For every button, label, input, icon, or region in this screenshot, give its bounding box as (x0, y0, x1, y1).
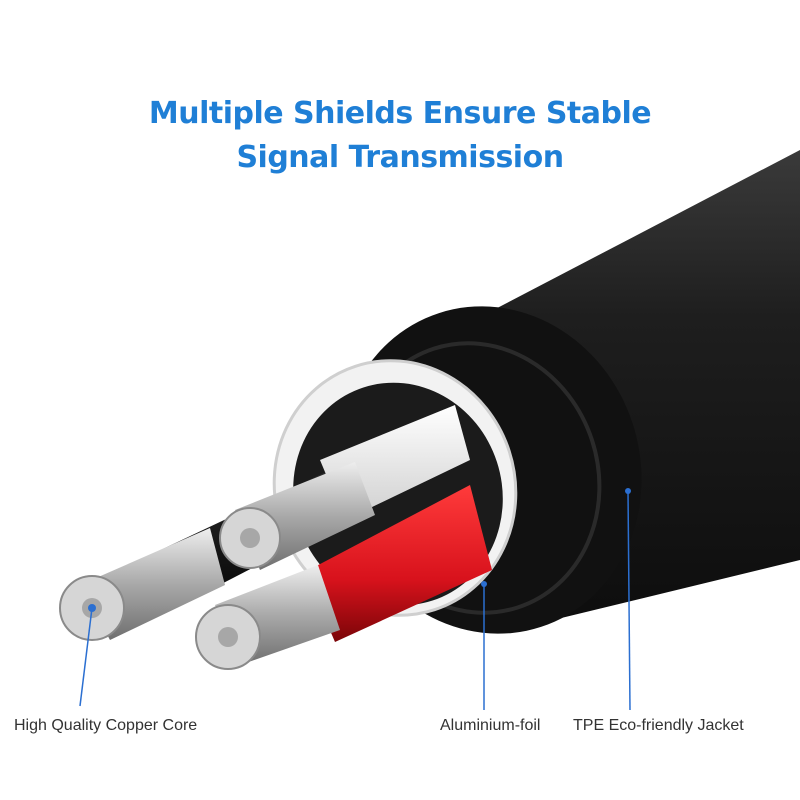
callout-dot-jacket (625, 488, 631, 494)
callout-label-copper-core: High Quality Copper Core (14, 717, 198, 734)
headline-line-1: Multiple Shields Ensure Stable (148, 96, 652, 131)
callout-lines (79, 488, 631, 711)
callout-label-aluminium-foil: Aluminium-foil (440, 717, 541, 734)
white-wire-strand-center (240, 528, 260, 548)
callout-line-jacket (627, 490, 631, 711)
headline-line-2: Signal Transmission (236, 140, 564, 175)
red-wire-insulation (305, 485, 492, 642)
white-wire (219, 405, 470, 570)
red-wire (195, 485, 492, 670)
callout-dot-aluminium-foil (481, 581, 487, 587)
callout-line-copper-core (79, 607, 93, 707)
callout-label-jacket: TPE Eco-friendly Jacket (573, 717, 744, 734)
headline: Multiple Shields Ensure Stable Signal Tr… (0, 92, 800, 180)
callout-dot-copper-core (89, 605, 95, 611)
red-wire-strand-center (218, 627, 238, 647)
